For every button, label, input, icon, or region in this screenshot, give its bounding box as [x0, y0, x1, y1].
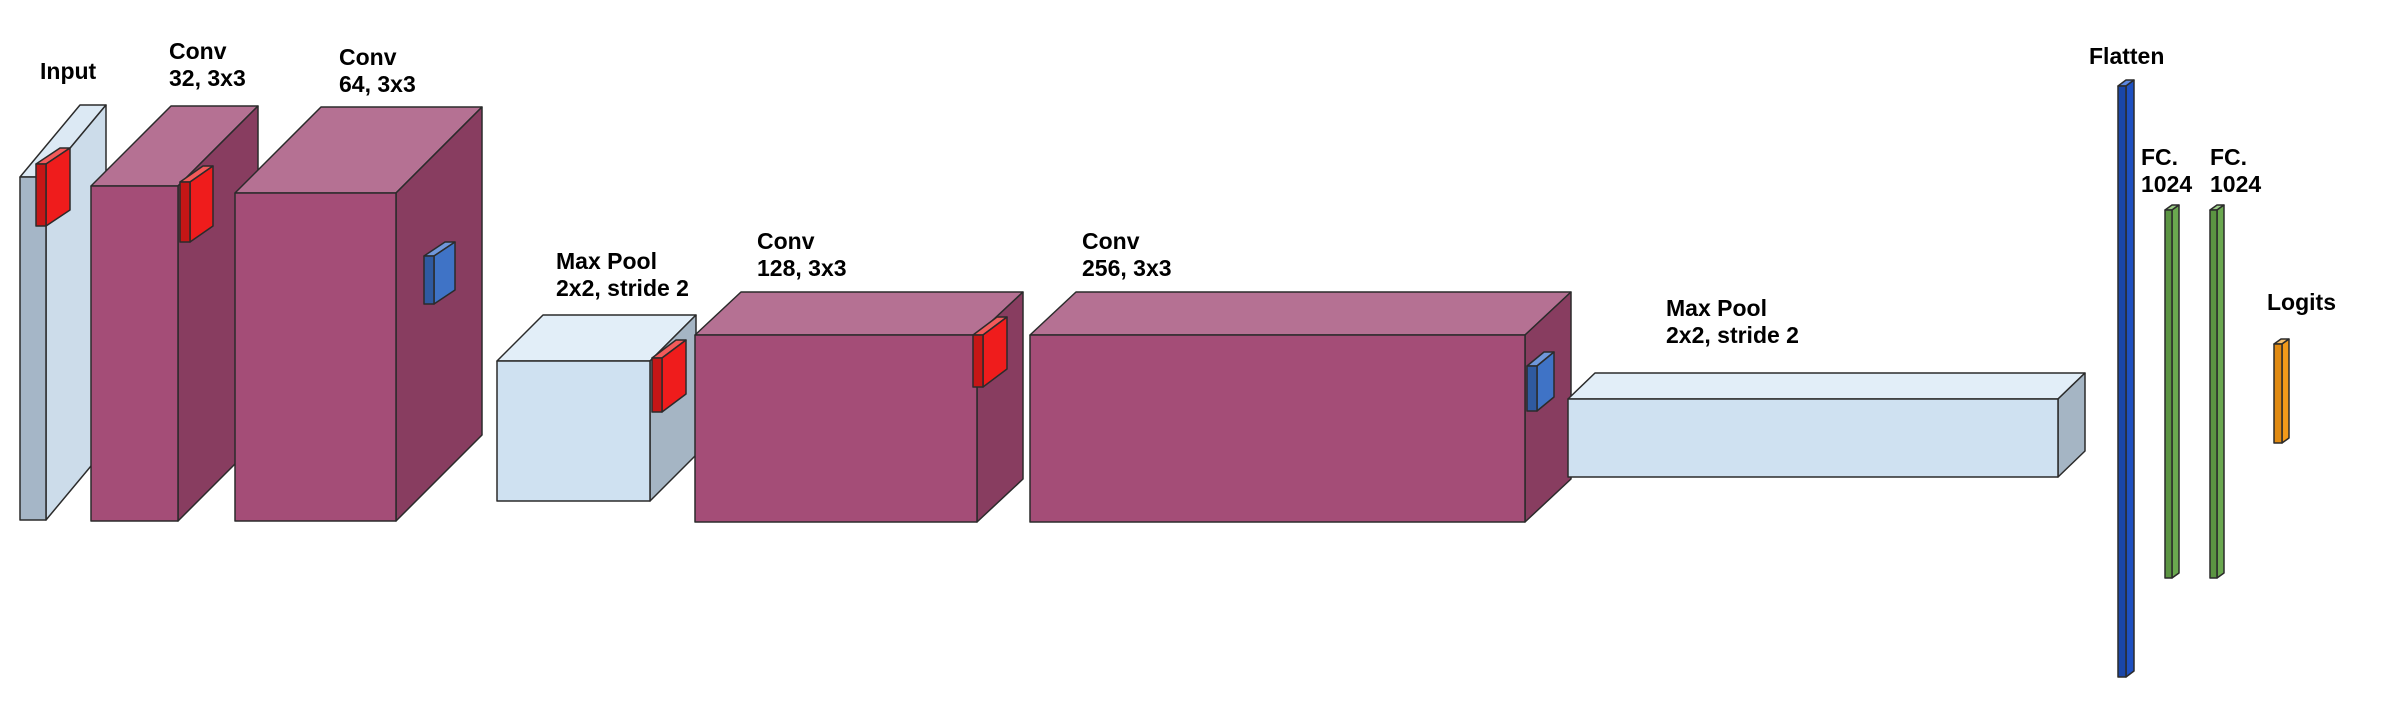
conv1-block-front	[90, 185, 179, 522]
label-conv-64: Conv 64, 3x3	[339, 44, 416, 97]
label-fc-1: FC. 1024	[2141, 144, 2193, 197]
conv1-kernel-front	[179, 181, 191, 243]
label-fc-2: FC. 1024	[2210, 144, 2262, 197]
layer-blocks	[19, 79, 2290, 678]
conv4-block-top	[1029, 291, 1572, 336]
label-input: Input	[40, 58, 97, 84]
label-logits: Logits	[2267, 289, 2336, 315]
pool1-block-front	[496, 360, 651, 502]
input-block-front	[19, 176, 47, 521]
label-conv-128: Conv 128, 3x3	[757, 228, 847, 281]
fc1-bar-side	[2171, 204, 2180, 579]
conv4-block-front	[1029, 334, 1526, 523]
fc2-bar-front	[2209, 209, 2218, 579]
conv3-kernel-front	[972, 334, 984, 388]
pool1-kernel-front	[651, 357, 663, 413]
conv3-block-front	[694, 334, 978, 523]
conv2-kernel-front	[423, 255, 435, 305]
label-max-pool-2: Max Pool 2x2, stride 2	[1666, 295, 1799, 348]
fc1-bar-front	[2164, 209, 2173, 579]
conv3-block-top	[694, 291, 1024, 336]
fc2-bar-side	[2216, 204, 2225, 579]
label-max-pool-1: Max Pool 2x2, stride 2	[556, 248, 689, 301]
conv4-kernel-front	[1526, 365, 1538, 412]
logits-bar-front	[2273, 343, 2283, 444]
pool2-block-top	[1567, 372, 2086, 400]
label-flatten: Flatten	[2089, 43, 2165, 69]
label-conv-256: Conv 256, 3x3	[1082, 228, 1172, 281]
pool2-block-front	[1567, 398, 2059, 478]
flatten-bar-front	[2117, 85, 2127, 678]
logits-bar-side	[2281, 338, 2290, 444]
conv2-block-front	[234, 192, 397, 522]
label-conv-32: Conv 32, 3x3	[169, 38, 246, 91]
flatten-bar-side	[2125, 79, 2135, 678]
input-kernel-front	[35, 163, 47, 227]
